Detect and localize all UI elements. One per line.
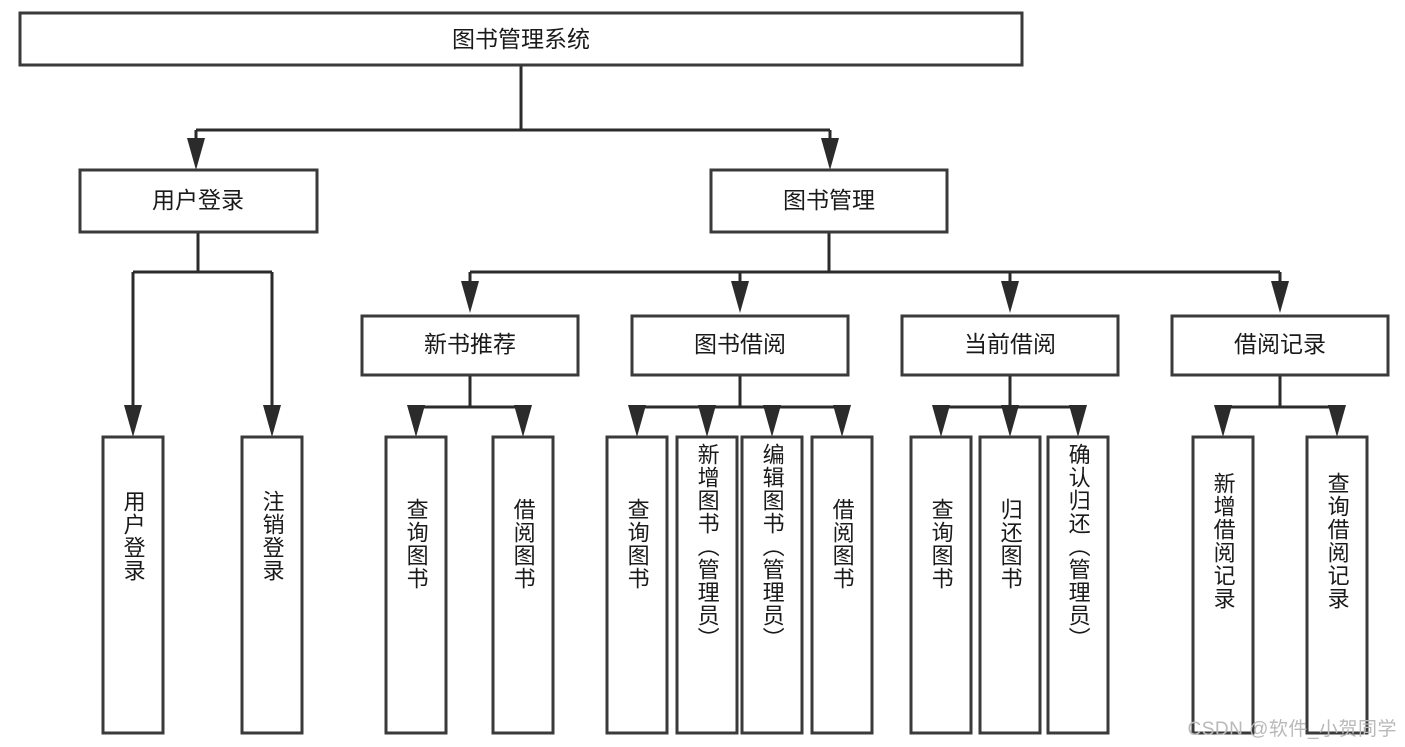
leaf-box-current-borrow-3[interactable] bbox=[1046, 435, 1110, 735]
arrow-head-user-login bbox=[187, 138, 205, 170]
arrow-head-book-borrow-leaf-2 bbox=[698, 405, 716, 437]
node-root-box[interactable] bbox=[18, 11, 1024, 67]
connector-layer bbox=[124, 65, 1346, 437]
node-root-label: 图书管理系统 bbox=[452, 26, 590, 52]
arrow-head-book-manage bbox=[821, 138, 839, 170]
arrow-head-borrow-record bbox=[1271, 281, 1289, 313]
node-book-borrow-box[interactable] bbox=[630, 314, 850, 377]
arrow-head-leaf-user-login-1 bbox=[124, 405, 142, 437]
node-book-manage-box[interactable] bbox=[709, 168, 949, 234]
leaf-box-current-borrow-2[interactable] bbox=[978, 435, 1042, 735]
csdn-watermark: CSDN @软件_小贺同学 bbox=[1187, 719, 1397, 740]
node-book-manage-label: 图书管理 bbox=[783, 187, 875, 213]
leaf-box-new-book-2[interactable] bbox=[491, 435, 555, 735]
node-current-borrow-label: 当前借阅 bbox=[964, 331, 1056, 357]
arrow-head-borrow-record-leaf-1 bbox=[1214, 405, 1232, 437]
arrow-head-current-borrow bbox=[1001, 281, 1019, 313]
leaf-box-user-login-1[interactable] bbox=[101, 435, 165, 735]
node-new-book-label: 新书推荐 bbox=[424, 331, 516, 357]
node-new-book-box[interactable] bbox=[360, 314, 580, 377]
leaf-box-book-borrow-1[interactable] bbox=[605, 435, 669, 735]
node-borrow-record-box[interactable] bbox=[1170, 314, 1390, 377]
leaf-box-book-borrow-2[interactable] bbox=[675, 435, 739, 735]
node-current-borrow-box[interactable] bbox=[900, 314, 1120, 377]
arrow-head-book-borrow-leaf-1 bbox=[628, 405, 646, 437]
arrow-head-leaf-user-login-2 bbox=[263, 405, 281, 437]
leaf-box-borrow-record-2[interactable] bbox=[1305, 435, 1369, 735]
arrow-head-new-book bbox=[461, 281, 479, 313]
arrow-head-current-borrow-leaf-3 bbox=[1069, 405, 1087, 437]
arrow-head-current-borrow-leaf-1 bbox=[932, 405, 950, 437]
node-user-login-label: 用户登录 bbox=[152, 187, 244, 213]
leaf-box-current-borrow-1[interactable] bbox=[909, 435, 973, 735]
leaf-box-new-book-1[interactable] bbox=[384, 435, 448, 735]
leaf-box-user-login-2[interactable] bbox=[240, 435, 304, 735]
arrow-head-book-borrow-leaf-4 bbox=[833, 405, 851, 437]
node-borrow-record-label: 借阅记录 bbox=[1234, 331, 1326, 357]
leaf-box-book-borrow-4[interactable] bbox=[810, 435, 874, 735]
arrow-head-new-book-leaf-2 bbox=[514, 405, 532, 437]
leaf-box-borrow-record-1[interactable] bbox=[1191, 435, 1255, 735]
arrow-head-borrow-record-leaf-2 bbox=[1328, 405, 1346, 437]
leaf-box-book-borrow-3[interactable] bbox=[740, 435, 804, 735]
node-user-login-box[interactable] bbox=[78, 168, 319, 234]
node-layer: 图书管理系统 用户登录 图书管理 新书推荐 图书借阅 当前借阅 借阅记录 bbox=[18, 11, 1390, 735]
node-book-borrow-label: 图书借阅 bbox=[694, 331, 786, 357]
arrow-head-book-borrow-leaf-3 bbox=[763, 405, 781, 437]
arrow-head-book-borrow bbox=[731, 281, 749, 313]
arrow-head-new-book-leaf-1 bbox=[407, 405, 425, 437]
arrow-head-current-borrow-leaf-2 bbox=[1001, 405, 1019, 437]
